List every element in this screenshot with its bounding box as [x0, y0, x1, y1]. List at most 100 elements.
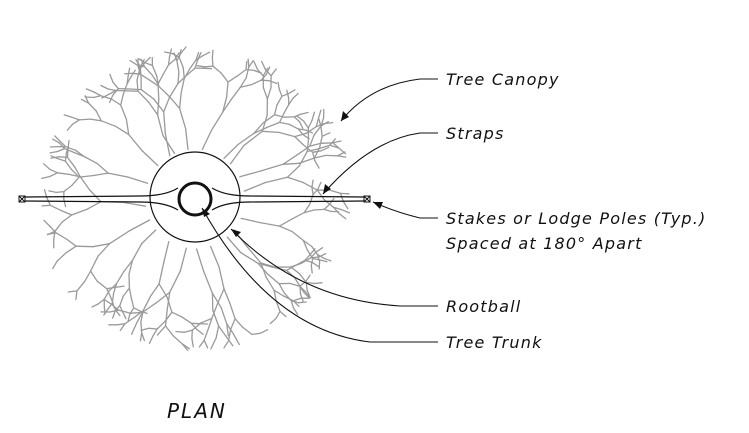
- canopy-branch: [180, 108, 186, 128]
- canopy-branch: [132, 244, 141, 261]
- canopy-branch: [289, 90, 295, 94]
- canopy-branch: [58, 149, 65, 152]
- canopy-branch: [213, 310, 219, 326]
- canopy-branch: [123, 312, 126, 319]
- canopy-branch: [276, 311, 280, 318]
- canopy-branch: [50, 205, 61, 210]
- canopy-branch: [324, 204, 329, 209]
- canopy-branch: [50, 169, 58, 173]
- canopy-branch: [219, 267, 224, 289]
- canopy-branch: [42, 205, 50, 206]
- canopy-branch: [85, 271, 91, 282]
- canopy-branch: [182, 317, 191, 323]
- canopy-branch: [97, 163, 108, 173]
- canopy-branch: [163, 65, 168, 75]
- canopy-branch: [110, 231, 130, 244]
- canopy-branch: [142, 230, 156, 244]
- canopy-branch: [269, 81, 277, 84]
- canopy-branch: [158, 74, 163, 84]
- canopy-branch: [318, 182, 321, 189]
- label-rootball: Rootball: [446, 297, 521, 316]
- canopy-branch: [142, 151, 158, 166]
- canopy-branch: [261, 80, 269, 81]
- label-tree-trunk: Tree Trunk: [446, 333, 543, 352]
- canopy-branch: [279, 89, 282, 96]
- canopy-branch: [97, 281, 107, 288]
- canopy-branch: [67, 124, 72, 130]
- canopy-branch: [312, 180, 313, 187]
- canopy-branch: [186, 129, 188, 150]
- canopy-branch: [304, 121, 309, 128]
- canopy-branch: [246, 62, 247, 70]
- canopy-branch: [141, 328, 149, 330]
- canopy-branch: [94, 173, 108, 175]
- canopy-branch: [42, 177, 50, 179]
- canopy-branch: [338, 156, 346, 157]
- arrow-straps: [323, 184, 331, 194]
- canopy-branch: [120, 296, 124, 306]
- canopy-branch: [57, 173, 69, 175]
- canopy-branch: [164, 97, 170, 112]
- canopy-branch: [169, 57, 170, 65]
- canopy-branch: [221, 308, 227, 324]
- canopy-branch: [50, 173, 58, 177]
- canopy-branch: [288, 177, 304, 182]
- canopy-branch: [203, 68, 211, 69]
- canopy-branch: [76, 291, 77, 300]
- label-tree-canopy: Tree Canopy: [446, 70, 560, 89]
- canopy-branch: [121, 105, 127, 119]
- canopy-branch: [204, 329, 208, 340]
- canopy-branch: [299, 152, 307, 166]
- canopy-branch: [267, 88, 271, 99]
- canopy-branch: [308, 120, 312, 128]
- canopy-branch: [219, 326, 226, 336]
- canopy-branch: [228, 76, 237, 82]
- canopy-branch: [76, 246, 93, 247]
- rootball-circle: [150, 152, 240, 242]
- canopy-branch: [280, 219, 292, 226]
- canopy-branch: [310, 135, 314, 146]
- strap-left-upper: [25, 188, 178, 197]
- canopy-branch: [56, 233, 66, 239]
- canopy-branch: [173, 336, 182, 344]
- canopy-branch: [263, 88, 267, 99]
- canopy-branch: [80, 177, 89, 190]
- canopy-branch: [145, 67, 153, 75]
- canopy-branch: [197, 249, 204, 271]
- canopy-branch: [301, 113, 308, 115]
- canopy-branch: [64, 185, 72, 192]
- canopy-branch: [315, 161, 319, 169]
- canopy-branch: [64, 115, 72, 117]
- canopy-branch: [176, 332, 184, 333]
- canopy-branch: [295, 137, 304, 145]
- canopy-branch: [152, 66, 156, 76]
- canopy-branch: [294, 308, 298, 314]
- canopy-branch: [314, 209, 324, 210]
- canopy-branch: [117, 272, 124, 284]
- canopy-branch: [224, 289, 230, 304]
- rootball: [150, 152, 240, 242]
- canopy-branch: [61, 210, 72, 215]
- tree-trunk: [179, 183, 211, 215]
- canopy-branch: [128, 68, 129, 76]
- canopy-branch: [279, 132, 295, 136]
- canopy-branch: [119, 310, 131, 313]
- canopy-branch: [179, 50, 181, 58]
- canopy-branch: [249, 61, 254, 67]
- canopy-branch: [300, 122, 303, 128]
- canopy-branch: [212, 58, 213, 66]
- canopy-branch: [53, 261, 58, 269]
- canopy-branch: [199, 340, 204, 347]
- canopy-branch: [293, 94, 298, 99]
- canopy-branch: [211, 338, 216, 349]
- canopy-branch: [99, 299, 105, 304]
- canopy-branch: [224, 341, 229, 348]
- canopy-branch: [166, 309, 168, 326]
- canopy-branch: [164, 112, 166, 134]
- canopy-branch: [313, 152, 315, 160]
- canopy-branch: [141, 90, 154, 100]
- canopy-branch: [284, 105, 289, 114]
- canopy-branch: [324, 258, 331, 261]
- canopy-branch: [262, 62, 266, 70]
- canopy-branch: [110, 75, 113, 83]
